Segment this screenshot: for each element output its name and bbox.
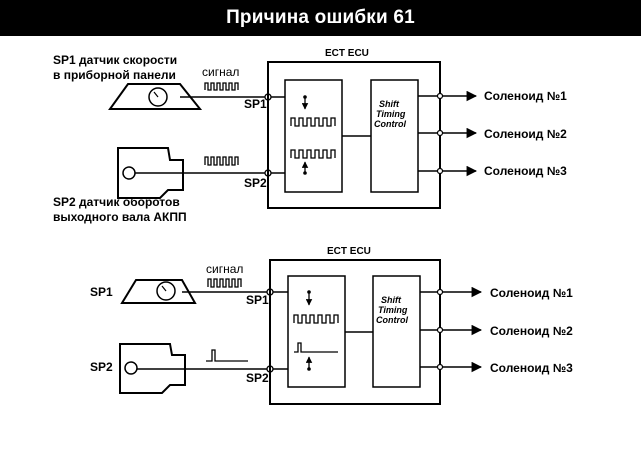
sp1-port-label: SP1 (244, 97, 267, 111)
stc-label-line3: Control (374, 119, 406, 129)
stc-label-line3-bottom: Control (376, 315, 408, 325)
processed-sp2-waveform (290, 149, 336, 159)
page-title: Причина ошибки 61 (226, 7, 415, 28)
solenoid-2-label-bottom: Соленоид №2 (490, 324, 573, 338)
title-bar: Причина ошибки 61 (0, 0, 641, 36)
sp1-description-line2: в приборной панели (53, 68, 176, 82)
sp1-description-line1: SP1 датчик скорости (53, 53, 177, 67)
ecu-label-bottom: ECT ECU (327, 246, 371, 257)
stc-label-line2-bottom: Timing (378, 305, 408, 315)
processed-sp2-pulse-bottom (294, 342, 338, 353)
signal-label: сигнал (202, 65, 239, 79)
ecu-box (267, 61, 441, 209)
sp2-single-pulse-waveform (206, 349, 248, 362)
ecu-label: ECT ECU (325, 48, 369, 59)
sp2-port-label-bottom: SP2 (246, 371, 269, 385)
sp1-port-label-bottom: SP1 (246, 293, 269, 307)
solenoid-1-label-bottom: Соленоид №1 (490, 286, 573, 300)
speedometer-sensor-icon (108, 83, 203, 110)
sp1-signal-waveform (204, 82, 239, 91)
shift-timing-control-box-bottom (372, 275, 421, 388)
stc-label-line1-bottom: Shift (381, 295, 402, 305)
input-processing-box (284, 79, 343, 193)
bottom-diagram: SP1 SP2 сигнал SP1 SP2 ECT ECU (90, 246, 573, 405)
stc-label-line2: Timing (376, 109, 406, 119)
sp2-description-line1: SP2 датчик оборотов (53, 195, 180, 209)
sp2-port-label: SP2 (244, 176, 267, 190)
sp2-label: SP2 (90, 360, 113, 374)
solenoid-3-label-bottom: Соленоид №3 (490, 361, 573, 375)
solenoid-2-label: Соленоид №2 (484, 127, 567, 141)
shift-timing-control-box (370, 79, 419, 193)
stc-label-line1: Shift (379, 99, 400, 109)
speedometer-sensor-icon-bottom (120, 279, 197, 304)
processed-sp1-waveform (290, 117, 336, 127)
sp1-label: SP1 (90, 285, 113, 299)
sp1-signal-waveform-bottom (207, 278, 242, 288)
sp2-signal-waveform (204, 156, 239, 166)
signal-label-bottom: сигнал (206, 262, 243, 276)
solenoid-3-label: Соленоид №3 (484, 164, 567, 178)
sp2-description-line2: выходного вала АКПП (53, 210, 187, 224)
solenoid-1-label: Соленоид №1 (484, 89, 567, 103)
top-diagram: SP1 датчик скорости в приборной панели с… (53, 48, 567, 224)
input-processing-box-bottom (287, 275, 346, 388)
processed-sp1-waveform-bottom (293, 314, 339, 324)
